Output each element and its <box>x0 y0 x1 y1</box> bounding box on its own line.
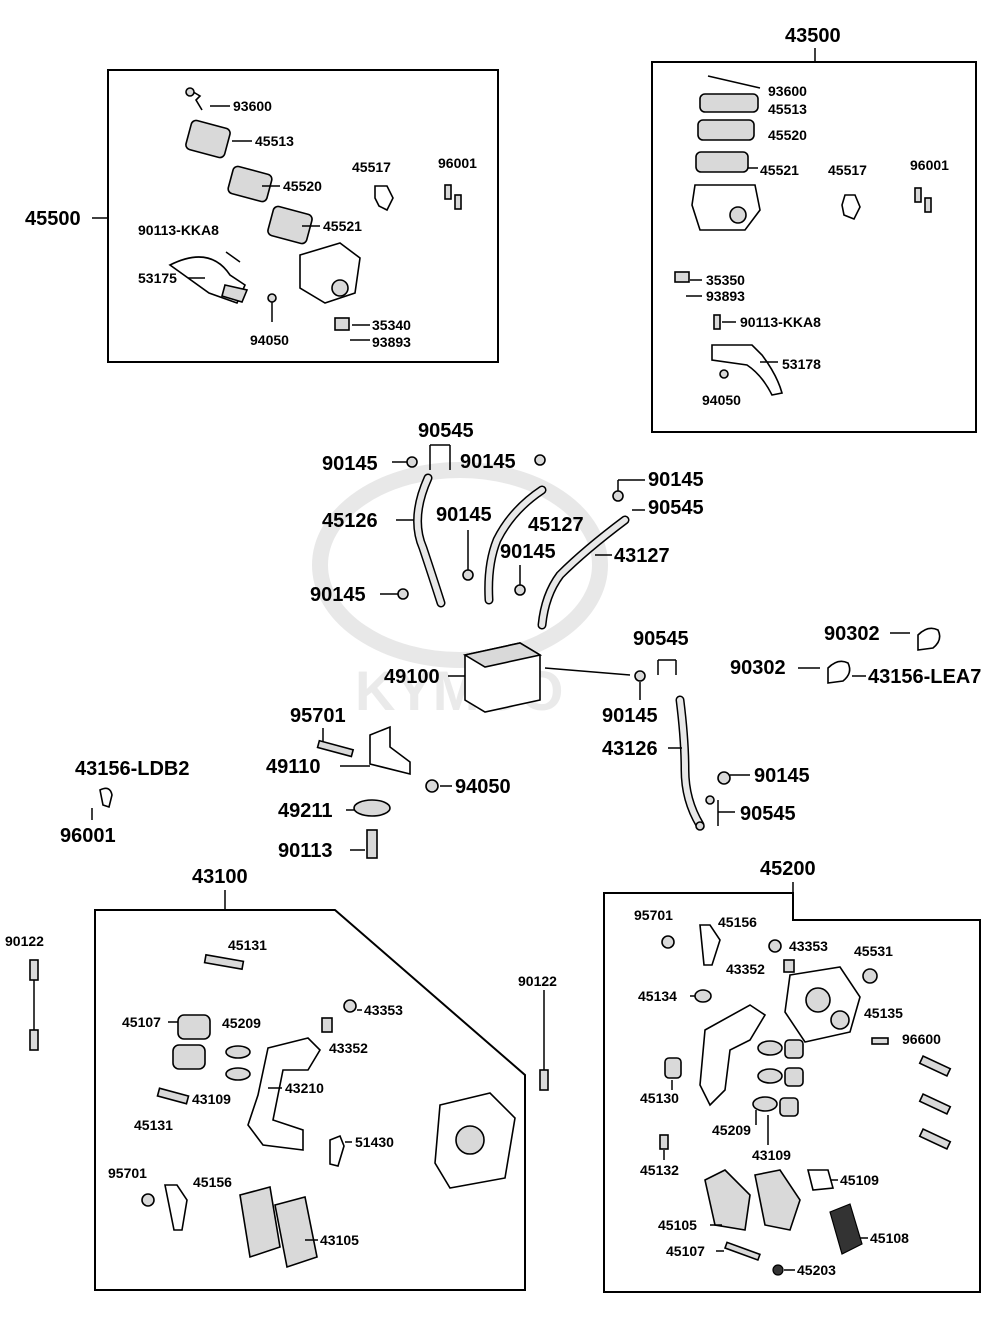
label-43109-right: 43109 <box>752 1147 791 1163</box>
label-45109: 45109 <box>840 1172 879 1188</box>
label-45517-right: 45517 <box>828 162 867 178</box>
group-frame-45200 <box>603 892 981 1293</box>
label-45107-left: 45107 <box>122 1014 161 1030</box>
label-35350: 35350 <box>706 272 745 288</box>
label-93600-right: 93600 <box>768 83 807 99</box>
label-45203: 45203 <box>797 1262 836 1278</box>
label-45209-right: 45209 <box>712 1122 751 1138</box>
label-53175: 53175 <box>138 270 177 286</box>
label-90145-g: 90145 <box>602 705 658 727</box>
label-96600: 96600 <box>902 1031 941 1047</box>
caliper-left-group: 43100 90122 90122 45131 45107 45209 4335… <box>5 866 557 1291</box>
label-45131-a: 45131 <box>228 937 267 953</box>
label-90145-d: 90145 <box>500 541 556 563</box>
label-45513-right: 45513 <box>768 101 807 117</box>
label-90113-bracket: 90113 <box>278 840 333 862</box>
label-45131-b: 45131 <box>134 1117 173 1133</box>
label-90113-kka8-right: 90113-KKA8 <box>740 314 821 330</box>
label-45521-left: 45521 <box>323 218 362 234</box>
brake-pad-left-b <box>274 1196 318 1269</box>
label-90113-kka8-left: 90113-KKA8 <box>138 222 219 238</box>
label-49110: 49110 <box>266 756 321 778</box>
label-51430: 51430 <box>355 1134 394 1150</box>
label-90302-a: 90302 <box>824 623 880 645</box>
label-45108: 45108 <box>870 1230 909 1246</box>
label-90545-c: 90545 <box>633 628 689 650</box>
brake-hoses-group: 90545 90145 90145 45126 45127 90145 9014… <box>60 420 981 862</box>
label-45521-right: 45521 <box>760 162 799 178</box>
group-frame-43500 <box>651 61 977 433</box>
label-45531: 45531 <box>854 943 893 959</box>
label-43352-right: 43352 <box>726 961 765 977</box>
label-94050-right: 94050 <box>702 392 741 408</box>
label-45520-right: 45520 <box>768 127 807 143</box>
label-43500: 43500 <box>785 25 841 47</box>
master-cylinder-left-group: 45500 93600 45513 45520 45521 45517 9600… <box>25 69 499 363</box>
label-49211: 49211 <box>278 800 333 822</box>
label-35340-left: 35340 <box>372 317 411 333</box>
label-43156-ldb2: 43156-LDB2 <box>75 758 190 780</box>
label-43127: 43127 <box>614 545 670 567</box>
label-43105: 43105 <box>320 1232 359 1248</box>
label-94050-left: 94050 <box>250 332 289 348</box>
label-90545-d: 90545 <box>740 803 796 825</box>
label-96001-right: 96001 <box>910 157 949 173</box>
label-90545-b: 90545 <box>648 497 704 519</box>
label-43126: 43126 <box>602 738 658 760</box>
label-90145-b: 90145 <box>460 451 516 473</box>
label-45513-left: 45513 <box>255 133 294 149</box>
brake-pad-left-a <box>239 1186 281 1259</box>
label-95701-left: 95701 <box>108 1165 147 1181</box>
label-90145-f: 90145 <box>310 584 366 606</box>
label-45135: 45135 <box>864 1005 903 1021</box>
label-45134: 45134 <box>638 988 677 1004</box>
label-95701-right: 95701 <box>634 907 673 923</box>
caliper-right-group: 45200 95701 45156 43353 43352 45531 4513… <box>603 858 981 1293</box>
caliper-bracket-right <box>699 1004 767 1107</box>
brake-pad-right-b <box>754 1169 801 1231</box>
label-43353-left: 43353 <box>364 1002 403 1018</box>
label-90545-top: 90545 <box>418 420 474 442</box>
label-95701-bracket: 95701 <box>290 705 346 727</box>
label-90145-e: 90145 <box>648 469 704 491</box>
label-90145-c: 90145 <box>436 504 492 526</box>
label-49100: 49100 <box>384 666 440 688</box>
label-43100: 43100 <box>192 866 248 888</box>
brake-pad-right-a <box>704 1169 751 1231</box>
label-53178: 53178 <box>782 356 821 372</box>
label-96001-left: 96001 <box>438 155 477 171</box>
label-90122-mid: 90122 <box>518 973 557 989</box>
label-45500: 45500 <box>25 208 81 230</box>
label-45156-left: 45156 <box>193 1174 232 1190</box>
label-93893-left: 93893 <box>372 334 411 350</box>
label-45127: 45127 <box>528 514 584 536</box>
label-45200: 45200 <box>760 858 816 880</box>
group-frame-43100 <box>94 909 526 1291</box>
label-90302-b: 90302 <box>730 657 786 679</box>
group-frame-45500 <box>107 69 499 363</box>
label-45130: 45130 <box>640 1090 679 1106</box>
label-93600-left: 93600 <box>233 98 272 114</box>
label-45132: 45132 <box>640 1162 679 1178</box>
label-45156-right: 45156 <box>718 914 757 930</box>
label-45209-left: 45209 <box>222 1015 261 1031</box>
master-cylinder-right-group: 43500 93600 45513 45520 45521 45517 9600… <box>651 25 977 433</box>
label-90145-h: 90145 <box>754 765 810 787</box>
label-43210: 43210 <box>285 1080 324 1096</box>
label-45520-left: 45520 <box>283 178 322 194</box>
label-90122-left: 90122 <box>5 933 44 949</box>
label-45105: 45105 <box>658 1217 697 1233</box>
label-45517-left: 45517 <box>352 159 391 175</box>
label-43109-left: 43109 <box>192 1091 231 1107</box>
label-45126-hose: 45126 <box>322 510 378 532</box>
label-96001-lower: 96001 <box>60 825 116 847</box>
label-93893-right: 93893 <box>706 288 745 304</box>
label-43156-lea7: 43156-LEA7 <box>868 666 981 688</box>
label-94050-bracket: 94050 <box>455 776 511 798</box>
label-45107-right: 45107 <box>666 1243 705 1259</box>
label-43352-left: 43352 <box>329 1040 368 1056</box>
label-43353-right: 43353 <box>789 938 828 954</box>
label-90145-a: 90145 <box>322 453 378 475</box>
